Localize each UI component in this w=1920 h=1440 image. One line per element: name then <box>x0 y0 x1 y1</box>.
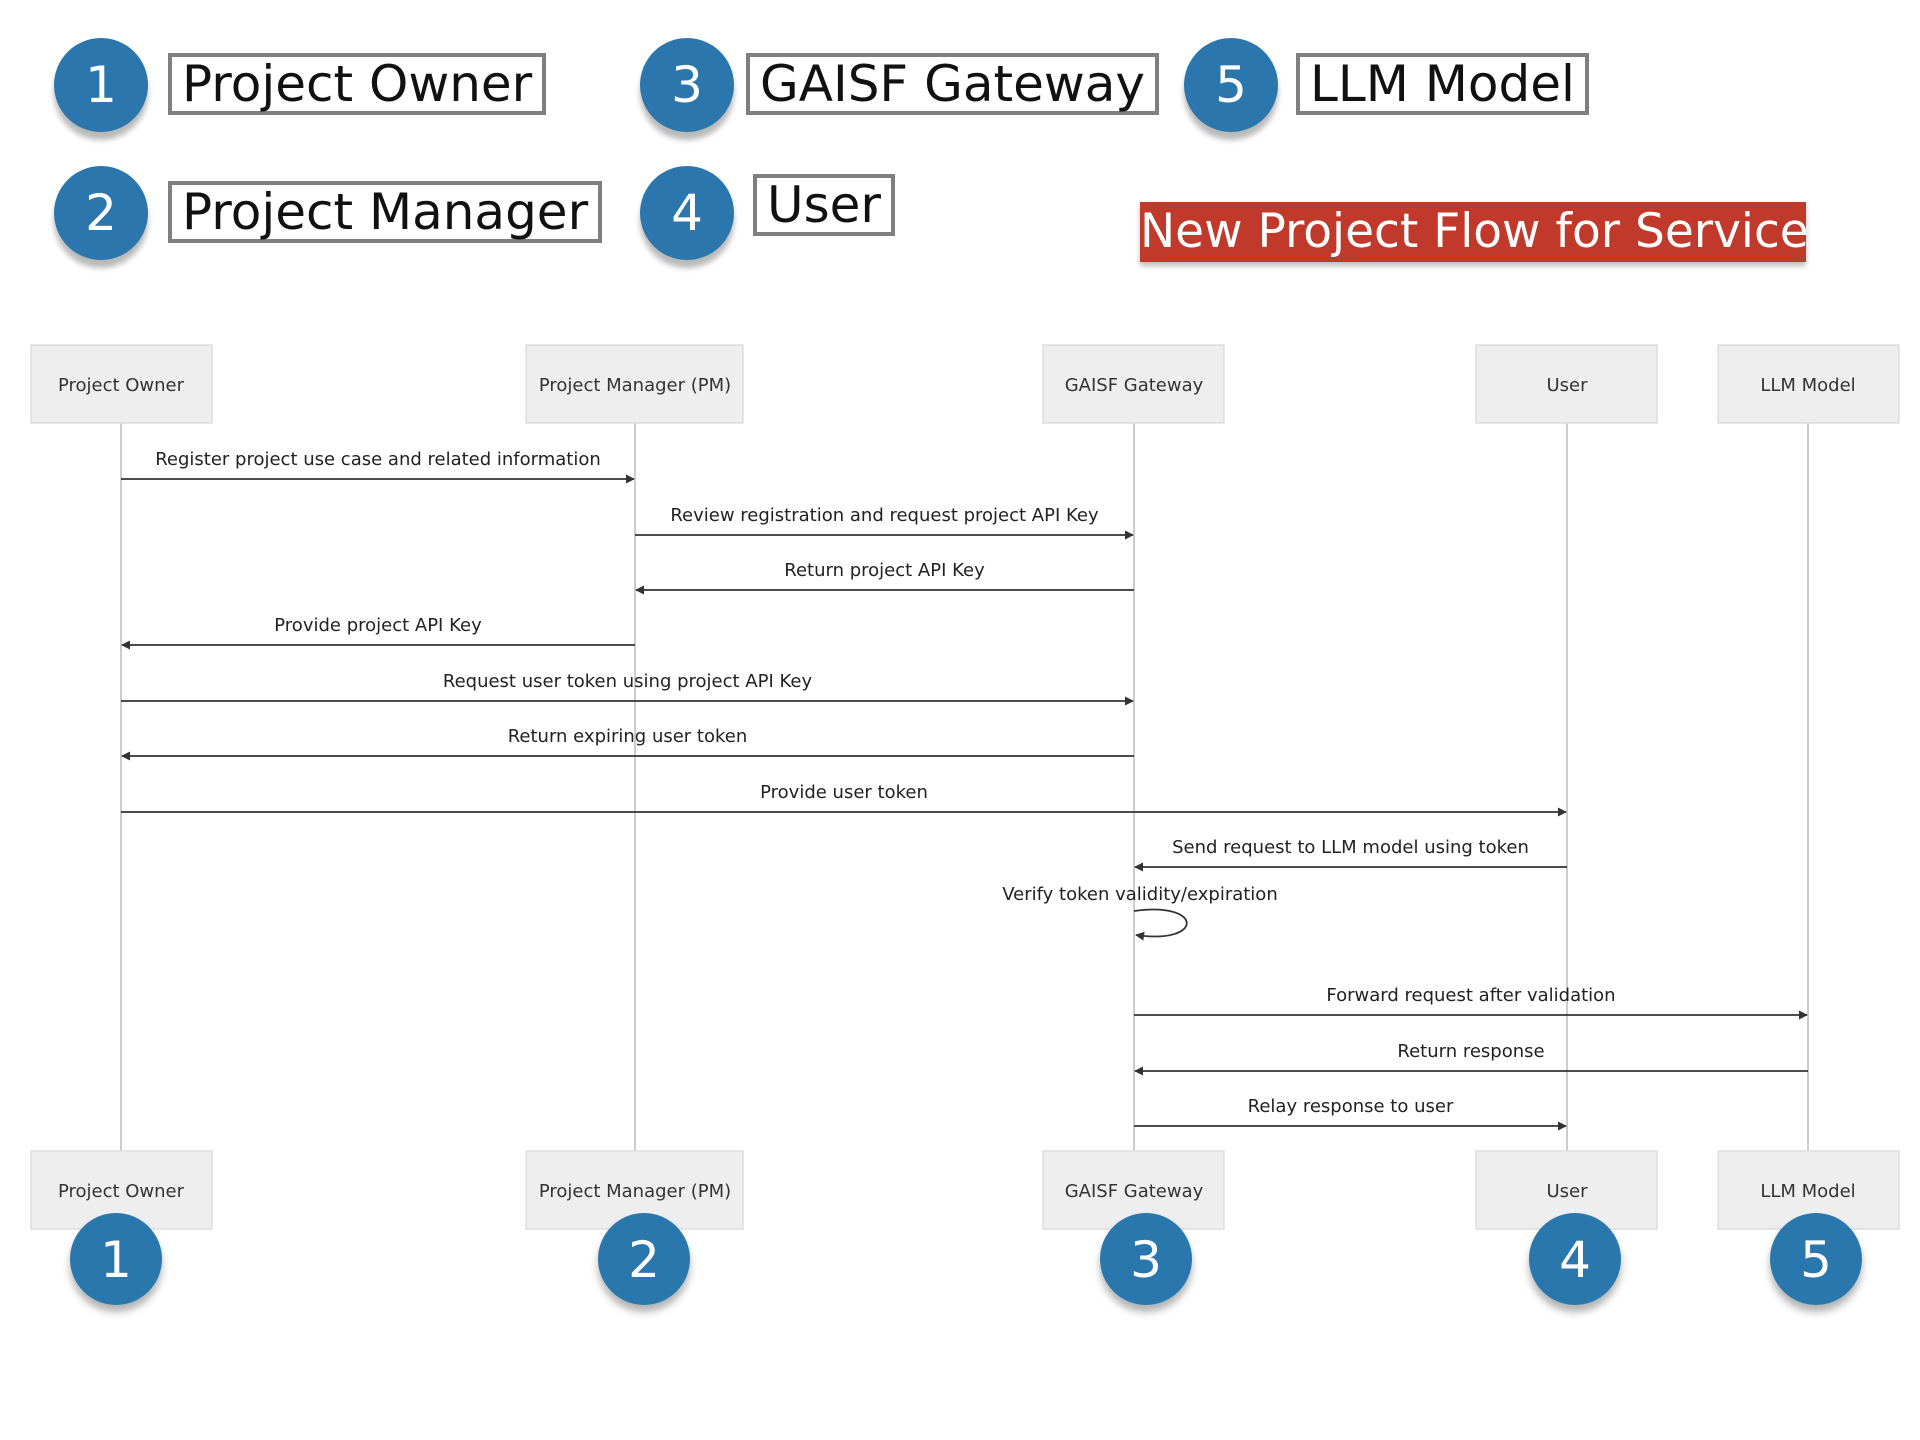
actor-box-top-gaisf-gateway <box>1042 344 1225 424</box>
self-message-arrow <box>1133 908 1188 941</box>
actor-label-bottom-llm-model: LLM Model <box>1760 1181 1855 1202</box>
participant-badge-number-3: 3 <box>1130 1231 1162 1289</box>
participant-badge-number-1: 1 <box>100 1231 132 1289</box>
legend-label-gaisf-gateway: GAISF Gateway <box>746 53 1159 115</box>
message-label: Relay response to user <box>1248 1096 1454 1117</box>
legend-badge-2: 2 <box>54 166 148 260</box>
message-label: Request user token using project API Key <box>443 671 813 692</box>
participant-badge-number-2: 2 <box>628 1231 660 1289</box>
message-label: Return expiring user token <box>508 726 748 747</box>
legend-label-llm-model: LLM Model <box>1296 53 1589 115</box>
message-label: Provide project API Key <box>274 615 482 636</box>
message-label: Provide user token <box>760 782 928 803</box>
legend-label-user: User <box>753 174 895 236</box>
legend-badge-1: 1 <box>54 38 148 132</box>
participant-badge-3 <box>1100 1213 1192 1305</box>
actor-box-top-project-manager-pm <box>525 344 744 424</box>
participant-badge-2 <box>598 1213 690 1305</box>
actor-box-top-project-owner <box>30 344 213 424</box>
actor-box-top-user <box>1475 344 1658 424</box>
actor-box-top-llm-model <box>1717 344 1900 424</box>
legend-badge-4: 4 <box>640 166 734 260</box>
message-label: Return project API Key <box>784 560 985 581</box>
actor-label-bottom-gaisf-gateway: GAISF Gateway <box>1065 1181 1204 1202</box>
actor-label-top-project-owner: Project Owner <box>58 375 185 396</box>
message-label: Forward request after validation <box>1326 985 1615 1006</box>
actor-label-top-project-manager-pm: Project Manager (PM) <box>539 375 731 396</box>
message-label: Register project use case and related in… <box>155 449 601 470</box>
legend-label-project-owner: Project Owner <box>168 53 547 115</box>
actor-label-top-llm-model: LLM Model <box>1760 375 1855 396</box>
actor-label-bottom-project-manager-pm: Project Manager (PM) <box>539 1181 731 1202</box>
legend-badge-5: 5 <box>1184 38 1278 132</box>
message-label: Return response <box>1397 1041 1544 1062</box>
message-label: Verify token validity/expiration <box>1002 884 1277 905</box>
message-label: Review registration and request project … <box>670 505 1099 526</box>
actor-label-bottom-user: User <box>1546 1181 1588 1202</box>
legend-label-project-manager: Project Manager <box>168 181 603 243</box>
participant-badge-5 <box>1770 1213 1862 1305</box>
participant-badge-4 <box>1529 1213 1621 1305</box>
diagram-title: New Project Flow for Service <box>1140 202 1809 262</box>
participant-badge-number-5: 5 <box>1800 1231 1832 1289</box>
message-label: Send request to LLM model using token <box>1172 837 1529 858</box>
participant-badge-1 <box>70 1213 162 1305</box>
actor-label-top-user: User <box>1546 375 1588 396</box>
legend-badge-3: 3 <box>640 38 734 132</box>
participant-badge-number-4: 4 <box>1559 1231 1591 1289</box>
actor-label-bottom-project-owner: Project Owner <box>58 1181 185 1202</box>
actor-label-top-gaisf-gateway: GAISF Gateway <box>1065 375 1204 396</box>
